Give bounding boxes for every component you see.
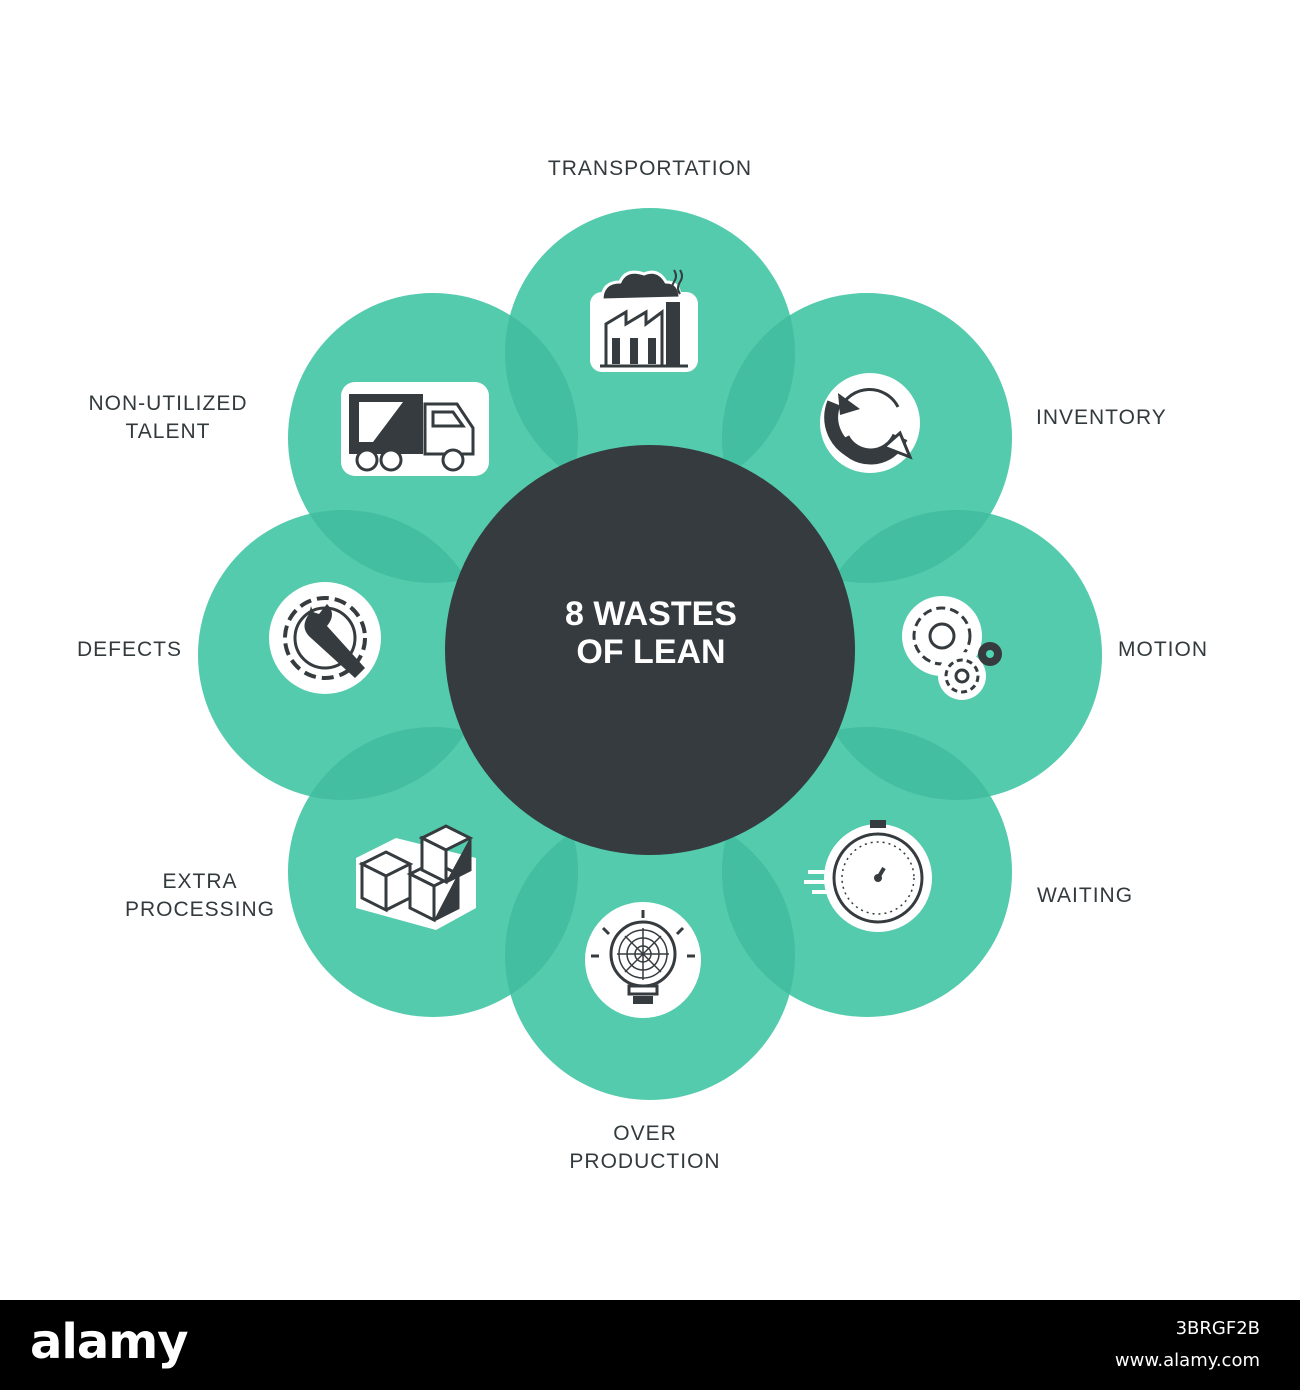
center-title: 8 WASTES OF LEAN — [446, 595, 856, 671]
image-id: 3BRGF2B — [1175, 1318, 1260, 1339]
lightbulb-cobweb-icon — [585, 902, 701, 1018]
label-extra-processing: EXTRA PROCESSING — [124, 870, 276, 921]
stopwatch-icon — [804, 820, 932, 932]
footer-bar: alamy 3BRGF2B www.alamy.com — [0, 1300, 1300, 1390]
center-circle — [445, 445, 855, 855]
label-over-production: OVER PRODUCTION — [569, 1122, 721, 1173]
center-title-line2: OF LEAN — [576, 633, 726, 671]
center-title-line1: 8 WASTES — [565, 595, 737, 633]
label-defects: DEFECTS — [76, 638, 182, 661]
label-waiting: WAITING — [1037, 884, 1134, 907]
lean-wastes-diagram: 8 WASTES OF LEAN TRANSPORTATION INVENTOR… — [76, 157, 1208, 1173]
label-transportation: TRANSPORTATION — [547, 157, 753, 180]
factory-icon — [590, 269, 698, 372]
gears-icon — [902, 596, 1002, 700]
label-non-utilized-talent: NON-UTILIZED TALENT — [88, 392, 248, 443]
label-motion: MOTION — [1118, 638, 1208, 661]
truck-icon — [341, 382, 489, 476]
refresh-icon — [820, 373, 920, 473]
footer-url: www.alamy.com — [1114, 1350, 1260, 1371]
boxes-icon — [356, 824, 476, 930]
alamy-logo: alamy — [30, 1314, 189, 1370]
gear-wrench-icon — [269, 582, 381, 694]
diagram-canvas — [198, 208, 1102, 1100]
label-inventory: INVENTORY — [1036, 406, 1167, 429]
